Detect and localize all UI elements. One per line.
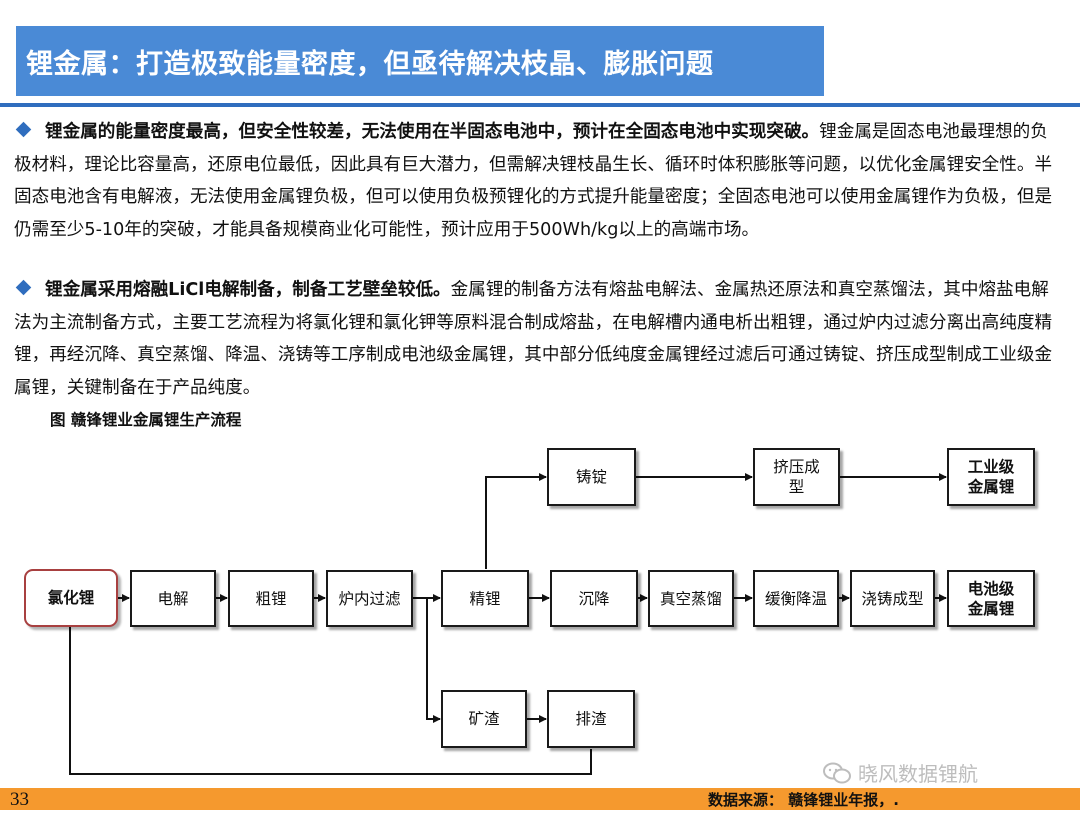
footer-bar [0, 788, 1080, 810]
watermark-text: 晓风数据锂航 [858, 762, 978, 786]
paragraph-2-lead: 锂金属采用熔融LiCl电解制备，制备工艺壁垒较低。 [45, 280, 451, 300]
page-number: 33 [10, 789, 29, 810]
node-slag: 矿渣 [441, 690, 527, 748]
node-refined-lithium: 精锂 [441, 570, 529, 627]
title-banner: 锂金属：打造极致能量密度，但亟待解决枝晶、膨胀问题 [16, 26, 824, 96]
node-casting: 浇铸成型 [850, 570, 935, 627]
node-crude-lithium: 粗锂 [228, 570, 314, 627]
node-settling: 沉降 [550, 570, 638, 627]
title-divider [0, 103, 1080, 107]
node-ingot: 铸锭 [547, 448, 636, 506]
page-title: 锂金属：打造极致能量密度，但亟待解决枝晶、膨胀问题 [26, 48, 714, 80]
arrow-refined-ingot [485, 473, 547, 569]
line-licl-discharge [69, 626, 592, 775]
wechat-icon [823, 762, 851, 783]
node-licl: 氯化锂 [24, 569, 118, 627]
paragraph-2: 锂金属采用熔融LiCl电解制备，制备工艺壁垒较低。金属锂的制备方法有熔盐电解法、… [14, 274, 1064, 404]
arrow-filter-slag [426, 598, 441, 723]
paragraph-2-body: 金属锂的制备方法有熔盐电解法、金属热还原法和真空蒸馏法，其中熔盐电解法为主流制备… [14, 280, 1053, 398]
figure-caption: 图 赣锋锂业金属锂生产流程 [50, 411, 242, 429]
node-industrial-grade-lithium: 工业级 金属锂 [947, 448, 1035, 506]
data-source: 数据来源： 赣锋锂业年报，. [708, 791, 899, 809]
node-extrusion: 挤压成 型 [753, 448, 840, 506]
node-discharge-slag: 排渣 [547, 690, 635, 748]
paragraph-1: 锂金属的能量密度最高，但安全性较差，无法使用在半固态电池中，预计在全固态电池中实… [14, 116, 1064, 246]
watermark: 晓风数据锂航 [822, 758, 978, 787]
node-furnace-filter: 炉内过滤 [326, 570, 413, 627]
node-cooling: 缓衡降温 [753, 570, 839, 627]
node-electrolysis: 电解 [130, 570, 216, 627]
node-vacuum-distillation: 真空蒸馏 [648, 570, 734, 627]
node-battery-grade-lithium: 电池级 金属锂 [947, 570, 1035, 627]
paragraph-1-body: 锂金属是固态电池最理想的负极材料，理论比容量高，还原电位最低，因此具有巨大潜力，… [14, 122, 1053, 240]
paragraph-1-lead: 锂金属的能量密度最高，但安全性较差，无法使用在半固态电池中，预计在全固态电池中实… [45, 122, 820, 142]
